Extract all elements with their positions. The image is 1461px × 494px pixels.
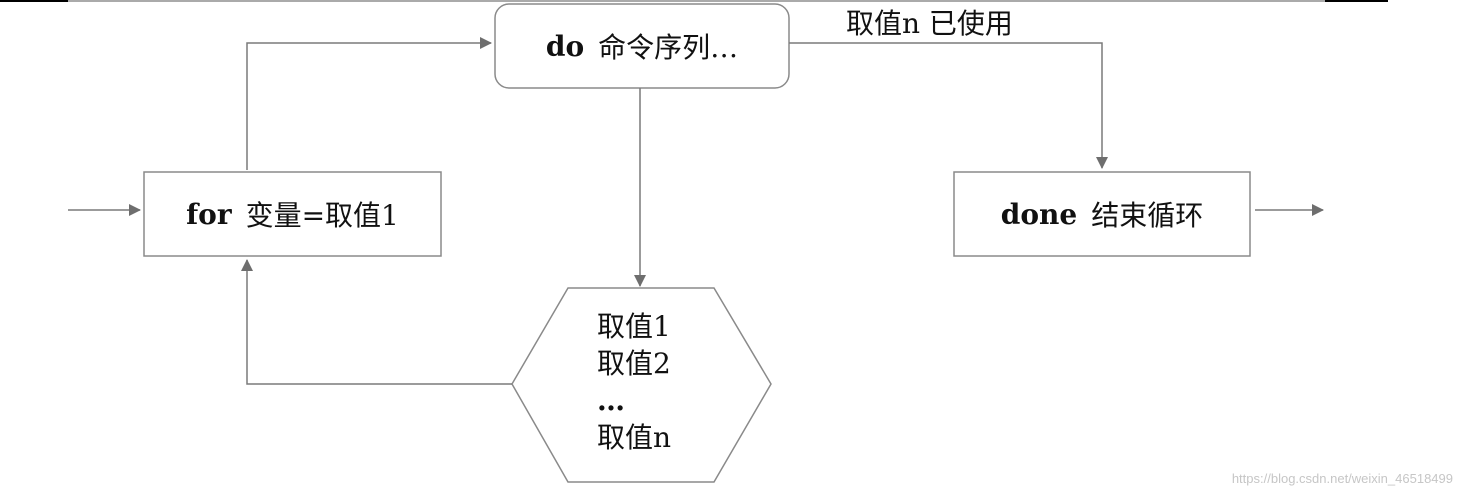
values-hexagon: 取值1 取值2 … 取值n [597, 308, 671, 456]
done-box-shape [953, 171, 1251, 257]
do-box-shape [494, 3, 790, 89]
done-box: done 结束循环 [954, 172, 1250, 256]
for-box-shape [143, 171, 442, 257]
do-to-done-arrow [789, 42, 1108, 169]
for-box: for 变量=取值1 [144, 172, 441, 256]
do-box: do 命令序列… [495, 4, 789, 88]
value-line-n: 取值n [597, 421, 672, 454]
for-to-do-arrow [246, 37, 492, 170]
for-box-text: 变量=取值1 [245, 199, 399, 232]
do-to-done-label: 取值n 已使用 [846, 7, 1013, 40]
for-keyword: for [186, 197, 232, 231]
done-box-text: 结束循环 [1091, 199, 1204, 232]
done-keyword: done [1000, 197, 1078, 231]
value-line-1: 取值1 [597, 310, 671, 343]
watermark: https://blog.csdn.net/weixin_46518499 [1231, 471, 1453, 486]
values-to-for-arrow [241, 259, 512, 385]
value-line-ellipsis: … [597, 384, 625, 417]
do-box-text: 命令序列… [598, 31, 739, 64]
values-hexagon-shape [511, 287, 772, 483]
do-keyword: do [545, 29, 585, 63]
value-line-2: 取值2 [597, 347, 671, 380]
